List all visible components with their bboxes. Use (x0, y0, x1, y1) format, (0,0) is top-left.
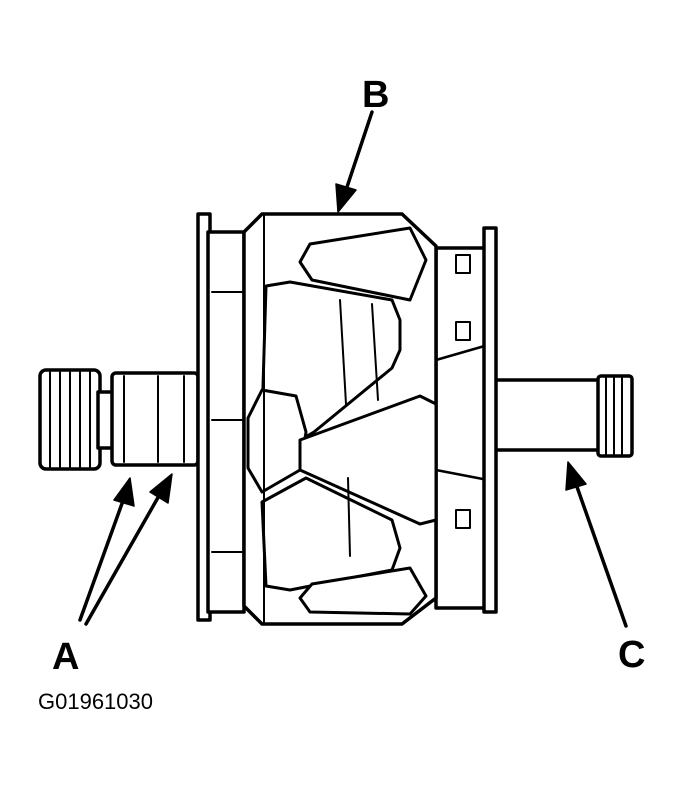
left-fan (206, 230, 246, 614)
arrow-c (565, 461, 628, 628)
right-end-plate (482, 226, 498, 614)
arrow-a-left (78, 477, 135, 622)
right-shaft (492, 374, 634, 458)
callout-a: A (52, 636, 80, 678)
arrow-b (335, 110, 374, 213)
arrow-a-right (84, 473, 173, 626)
left-slip-ring (38, 368, 102, 471)
left-bearing-surface (110, 371, 200, 467)
callout-b: B (362, 74, 390, 116)
claw-pole-body (242, 212, 438, 626)
figure-id: G01961030 (38, 689, 153, 714)
right-fan (434, 246, 490, 610)
callout-c: C (618, 634, 646, 676)
